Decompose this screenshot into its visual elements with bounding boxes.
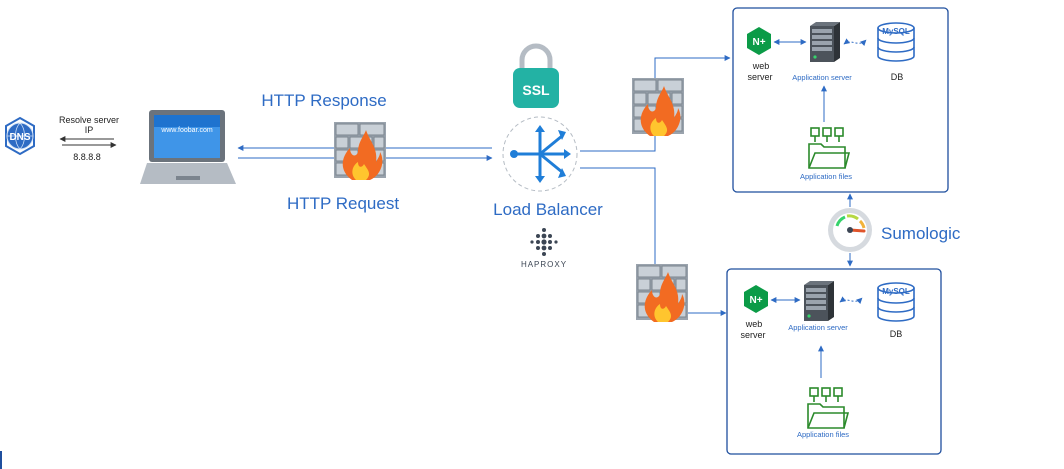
laptop: www.foobar.com — [140, 110, 236, 184]
nginx-icon: N+ — [747, 27, 771, 55]
load-balancer — [502, 116, 578, 192]
sumologic-icon — [828, 208, 872, 252]
left-edge-marker — [0, 451, 2, 469]
lb-to-bottom-connector — [580, 167, 727, 316]
app-server-label: Application server — [788, 323, 848, 332]
ssl-icon — [513, 68, 559, 108]
ssl-label: SSL — [522, 82, 550, 98]
firewall-top-icon — [631, 77, 685, 137]
nginx-icon: N+ — [744, 285, 768, 313]
app-files-label: Application files — [800, 172, 852, 181]
db-label: DB — [890, 329, 903, 339]
app-db-link — [843, 38, 867, 46]
web-server-label-2: server — [740, 330, 765, 340]
resolve-label-2: IP — [85, 125, 94, 135]
haproxy-label: HAPROXY — [521, 260, 567, 269]
web-server-label: web — [752, 61, 770, 71]
app-files-label: Application files — [797, 430, 849, 439]
app-server-label: Application server — [792, 73, 852, 82]
web-server-label: web — [745, 319, 763, 329]
laptop-url: www.foobar.com — [160, 127, 213, 134]
dns-label: DNS — [9, 132, 30, 143]
server-box-bottom: N+ web server Application server MySQL D… — [726, 268, 942, 455]
svg-text:N+: N+ — [752, 37, 765, 48]
sumologic-label: Sumologic — [881, 224, 961, 243]
laptop-keyboard — [140, 163, 236, 184]
app-db-link — [839, 296, 863, 304]
load-balancer-label: Load Balancer — [493, 200, 603, 219]
svg-text:N+: N+ — [749, 295, 762, 306]
resolve-label-1: Resolve server — [59, 115, 119, 125]
firewall-bottom-icon — [635, 263, 689, 323]
mysql-logo: MySQL — [882, 287, 910, 296]
http-response-label: HTTP Response — [261, 91, 386, 110]
http-request-label: HTTP Request — [287, 194, 399, 213]
server-box-top: N+ web server Application server MySQL D… — [732, 7, 949, 193]
haproxy-icon — [530, 228, 558, 256]
app-server-icon — [804, 281, 834, 321]
firewall-icon — [333, 121, 387, 181]
mysql-logo: MySQL — [882, 27, 910, 36]
ssl-lock: SSL — [513, 43, 559, 108]
resolve-ip: 8.8.8.8 — [73, 152, 101, 162]
db-label: DB — [891, 72, 904, 82]
app-server-icon — [810, 22, 840, 62]
web-server-label-2: server — [747, 72, 772, 82]
dns-node: DNS — [5, 116, 35, 156]
